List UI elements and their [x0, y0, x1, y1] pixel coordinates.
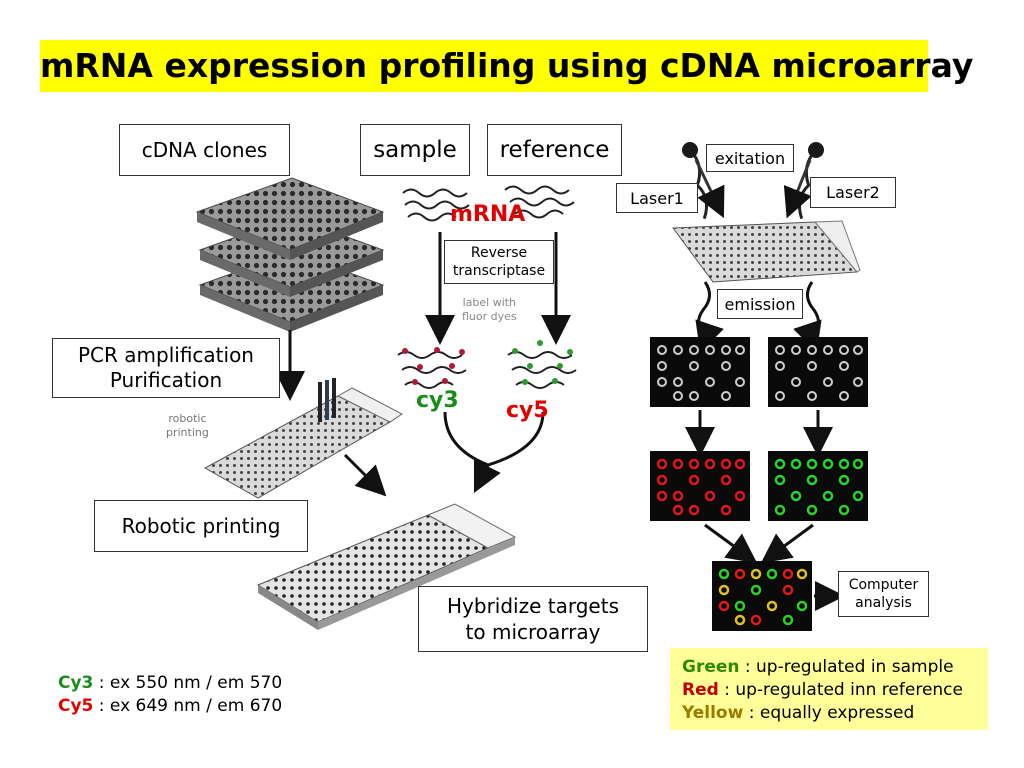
computer-line1: Computer	[848, 577, 919, 593]
cy3-spec: Cy3 : ex 550 nm / em 570	[58, 673, 282, 693]
robotic-printing-label: Robotic printing	[121, 514, 281, 538]
reverse-line2: transcriptase	[452, 263, 546, 279]
pcr-line2: Purification	[109, 368, 223, 392]
dyes-small-2: fluor dyes	[462, 310, 517, 323]
cy3-spec-text: : ex 550 nm / em 570	[93, 673, 283, 693]
mrna-strands	[402, 185, 575, 222]
robotic-printing-box: Robotic printing	[94, 500, 308, 552]
legend-yellow-name: Yellow	[682, 703, 744, 723]
labeled-cdna-cy5	[507, 351, 577, 389]
emission-box: emission	[717, 289, 803, 319]
cy5-label: cy5	[506, 398, 549, 423]
robotic-small-1: robotic	[168, 412, 207, 425]
cy5-spec-name: Cy5	[58, 696, 94, 716]
cdna-clones-label: cDNA clones	[141, 138, 268, 162]
title-banner	[40, 40, 928, 92]
cy3-spec-name: Cy3	[58, 673, 94, 693]
legend-yellow: Yellow : equally expressed	[682, 702, 963, 725]
cy3-label: cy3	[416, 388, 459, 413]
hybridize-line1: Hybridize targets	[447, 594, 619, 618]
legend-green: Green : up-regulated in sample	[682, 656, 963, 679]
laser1-box: Laser1	[616, 183, 698, 213]
hybridize-box: Hybridize targets to microarray	[418, 586, 648, 652]
reverse-transcriptase-box: Reverse transcriptase	[444, 240, 554, 284]
legend-red-name: Red	[682, 680, 719, 700]
emission-label: emission	[724, 294, 796, 314]
reverse-line1: Reverse	[470, 245, 528, 261]
pcr-box: PCR amplification Purification	[52, 338, 280, 398]
robotic-printing-small: robotic printing	[166, 412, 209, 440]
cy5-spec-text: : ex 649 nm / em 670	[93, 696, 283, 716]
robotic-small-2: printing	[166, 426, 209, 439]
reference-box: reference	[487, 124, 622, 176]
cdna-clones-box: cDNA clones	[119, 124, 290, 176]
dyes-small-1: label with	[462, 296, 517, 309]
well-plates-stack	[195, 177, 385, 332]
fluor-dyes-small: label with fluor dyes	[462, 296, 517, 324]
computer-line2: analysis	[855, 595, 912, 611]
computer-analysis-box: Computer analysis	[838, 571, 929, 617]
sample-box: sample	[360, 124, 470, 176]
hybridization-slide	[256, 503, 517, 630]
legend-red-desc: : up-regulated inn reference	[718, 680, 963, 700]
laser2-box: Laser2	[810, 177, 896, 208]
exitation-box: exitation	[706, 144, 794, 172]
hybridize-line2: to microarray	[465, 620, 601, 644]
legend-green-desc: : up-regulated in sample	[739, 657, 954, 677]
mrna-label: mRNA	[450, 202, 526, 227]
sample-label: sample	[373, 137, 457, 163]
printing-slide	[203, 378, 403, 499]
page-title: mRNA expression profiling using cDNA mic…	[40, 46, 974, 85]
pcr-line1: PCR amplification	[78, 343, 254, 367]
legend-green-name: Green	[682, 657, 740, 677]
legend-red: Red : up-regulated inn reference	[682, 679, 963, 702]
cy5-spec: Cy5 : ex 649 nm / em 670	[58, 696, 282, 716]
color-legend: Green : up-regulated in sample Red : up-…	[670, 648, 988, 730]
exitation-label: exitation	[714, 148, 786, 168]
reference-label: reference	[499, 137, 610, 163]
laser1-label: Laser1	[630, 188, 684, 208]
laser2-label: Laser2	[826, 183, 880, 202]
labeled-cdna-cy3	[397, 351, 467, 389]
legend-yellow-desc: : equally expressed	[743, 703, 915, 723]
scanner-slide	[672, 220, 861, 283]
